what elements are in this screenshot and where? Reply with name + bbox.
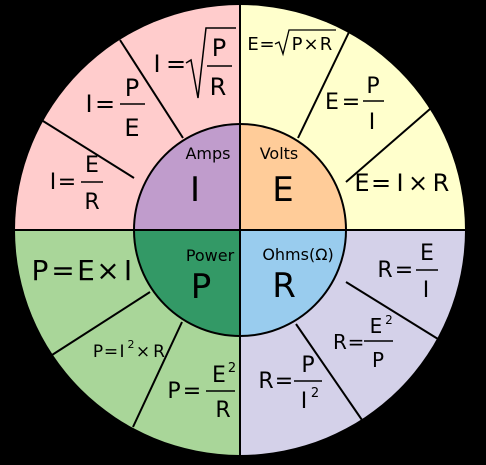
volts-symbol: E xyxy=(272,170,293,210)
formula-numerator: P xyxy=(366,74,379,99)
formula-amps-e-over-r: I = E R xyxy=(50,153,103,215)
formula-factor-b: R xyxy=(320,34,333,55)
formula-numerator: P xyxy=(212,34,226,62)
formula-superscript: 2 xyxy=(311,386,319,401)
formula-superscript: 2 xyxy=(385,313,393,327)
formula-lhs: P xyxy=(93,342,103,362)
amps-symbol: I xyxy=(190,170,200,210)
formula-volts-sqrt-p-times-r: E = P × R xyxy=(247,29,336,57)
formula-equals: = xyxy=(51,254,74,287)
formula-equals: = xyxy=(259,34,274,55)
formula-amps-sqrt-p-over-r: I = P R xyxy=(153,27,236,101)
volts-inner-quadrant xyxy=(240,124,346,230)
formula-ohms-e-over-i: R = E I xyxy=(377,241,438,303)
formula-factor-a: E xyxy=(77,254,95,287)
formula-denominator: R xyxy=(210,73,227,101)
formula-equals: = xyxy=(95,90,115,118)
ohms-inner-quadrant xyxy=(240,230,346,336)
formula-operator: × xyxy=(136,342,150,362)
formula-lhs: I xyxy=(50,170,57,195)
formula-factor-b: I xyxy=(124,254,132,287)
formula-numerator: E xyxy=(420,241,434,266)
formula-lhs: I xyxy=(153,50,160,78)
formula-factor-b: R xyxy=(153,342,165,362)
formula-denominator: E xyxy=(124,114,139,142)
formula-equals: = xyxy=(395,258,413,283)
sqrt-radical xyxy=(185,27,236,99)
formula-numerator: P xyxy=(125,74,139,102)
formula-superscript: 2 xyxy=(128,338,135,351)
formula-lhs: R xyxy=(377,258,392,283)
power-symbol: P xyxy=(191,267,212,307)
formula-lhs: P xyxy=(32,254,49,287)
formula-denominator: I xyxy=(369,110,376,135)
formula-ohms-e2-over-p: R = E 2 P xyxy=(333,313,393,372)
formula-equals: = xyxy=(183,379,201,404)
formula-lhs: E xyxy=(247,34,258,55)
formula-power-i2-times-r: P = I 2 × R xyxy=(93,338,165,362)
formula-equals: = xyxy=(166,50,186,78)
formula-equals: = xyxy=(348,330,365,354)
power-label: Power xyxy=(186,246,235,265)
formula-factor-a: I xyxy=(119,342,124,362)
formula-equals: = xyxy=(104,342,118,362)
formula-operator: × xyxy=(96,254,119,287)
formula-lhs: R xyxy=(333,330,347,354)
formula-lhs: I xyxy=(85,90,92,118)
formula-factor-b: R xyxy=(433,169,450,197)
formula-denominator: P xyxy=(372,348,384,372)
formula-power-e2-over-r: P = E 2 R xyxy=(167,361,236,423)
power-inner-quadrant xyxy=(134,230,240,336)
formula-equals: = xyxy=(58,170,76,195)
formula-equals: = xyxy=(371,169,391,197)
formula-numerator: P xyxy=(301,353,314,378)
ohms-symbol: R xyxy=(272,266,296,306)
amps-inner-quadrant xyxy=(134,124,240,230)
formula-factor-a: I xyxy=(396,169,403,197)
formula-operator: × xyxy=(408,169,428,197)
formula-ohms-p-over-i2: R = P I 2 xyxy=(258,353,322,414)
formula-superscript: 2 xyxy=(228,361,236,376)
formula-lhs: R xyxy=(258,369,273,394)
formula-equals: = xyxy=(342,90,360,115)
formula-operator: × xyxy=(303,34,318,55)
ohms-label: Ohms(Ω) xyxy=(262,245,333,264)
formula-denominator: R xyxy=(215,398,230,423)
formula-amps-p-over-e: I = P E xyxy=(85,74,145,142)
formula-numerator: E xyxy=(212,363,226,388)
formula-lhs: E xyxy=(325,90,339,115)
formula-equals: = xyxy=(275,369,293,394)
formula-volts-p-over-i: E = P I xyxy=(325,74,384,135)
formula-lhs: E xyxy=(354,169,369,197)
formula-numerator: E xyxy=(370,314,383,338)
amps-label: Amps xyxy=(185,144,230,163)
formula-lhs: P xyxy=(167,379,180,404)
sqrt-radical xyxy=(274,29,336,57)
formula-denominator: I xyxy=(301,389,308,414)
formula-factor-a: P xyxy=(292,34,303,55)
formula-volts-i-times-r: E = I × R xyxy=(354,169,449,197)
formula-denominator: R xyxy=(84,190,99,215)
formula-numerator: E xyxy=(85,153,99,178)
volts-label: Volts xyxy=(260,144,299,163)
formula-denominator: I xyxy=(423,278,430,303)
formula-power-e-times-i: P = E × I xyxy=(32,254,133,287)
